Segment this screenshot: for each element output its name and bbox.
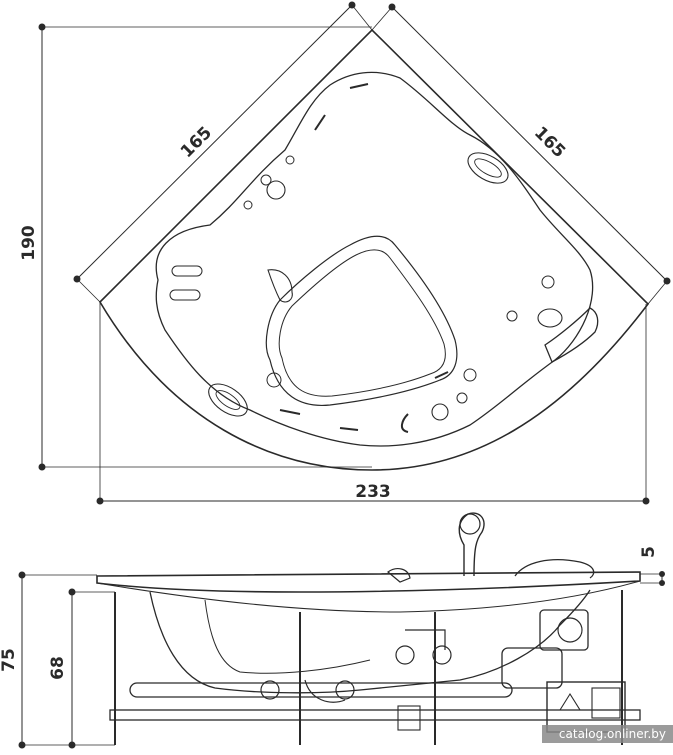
dimension-lines-top [38,1,671,505]
dim-label-frame-height: 68 [48,656,68,680]
dim-label-right-edge: 165 [530,123,569,162]
tub-inner-bowl [155,71,594,447]
jet-side-b [432,645,452,665]
jet-round-g [537,308,563,328]
jet-side-a [395,645,415,665]
headrest [544,307,599,363]
tub-rim [96,571,641,593]
faucet-head [459,513,481,535]
valve-a [260,680,280,700]
control-box-body [546,681,626,733]
faucet [458,512,485,577]
seat-panel [265,235,458,407]
seat-panel-inner [278,249,446,397]
dim-dot [663,277,671,285]
pump-housing [501,647,563,689]
watermark: catalog.onliner.by [542,725,673,743]
slot-a [314,114,326,131]
dim-dot [38,23,46,31]
drain-box [397,705,421,731]
jet-round-k [266,372,282,388]
dim-label-total-height: 75 [0,648,19,672]
dim-ext-top-apex-l [351,4,373,31]
slot-b [349,83,369,89]
armrest [267,269,293,303]
dim-dot [659,571,665,577]
dim-label-left-edge: 165 [177,123,216,162]
frame-legs [114,590,623,745]
tub-outer-outline [98,28,650,471]
dimension-lines-side [18,571,665,749]
warning-triangle [559,692,581,711]
pump-motor [539,609,589,651]
jet-round-h [431,403,449,421]
jet-panel-bottom [208,383,248,417]
rim-fitting [387,568,411,583]
jet-panel-right [467,152,509,184]
dim-dot [388,3,396,11]
jet-round-b [260,174,272,186]
dim-dot [348,1,356,9]
dim-dot [659,580,665,586]
watermark-text: catalog.onliner.by [559,727,666,741]
pump-flange [557,617,583,643]
tub-body [149,589,591,694]
jet-round-d [285,155,295,165]
dim-dot [38,463,46,471]
valve-b [335,680,355,700]
dim-label-rim: 5 [639,546,659,558]
dim-dot [18,741,26,749]
dim-dot [68,588,76,596]
drain-pipe [405,629,446,650]
slot-f [401,413,409,433]
tub-rim-edge [96,580,641,613]
base-rail [109,709,641,721]
jet-round-j [463,368,477,382]
jet-round-e [541,275,555,289]
jet-round-a [266,180,286,200]
jet-left-upper [171,265,203,277]
control-box-panel [591,687,621,719]
jet-round-i [456,392,468,404]
jet-left-lower [169,289,201,301]
pipe [129,682,513,698]
slot-e [434,371,449,379]
slot-d [339,427,359,431]
pump [501,609,589,689]
control-box [546,681,626,733]
watermark-background [542,725,673,743]
dim-label-height: 190 [19,225,39,261]
dim-dot [642,497,650,505]
dim-line-right-edge [391,6,668,282]
dim-ext-top-apex-r [371,6,393,31]
dim-dot [73,275,81,283]
tub-body-inner [204,599,371,674]
jet-panel-bottom-inner [215,390,241,410]
dim-dot [18,571,26,579]
dim-dot [96,497,104,505]
top-view: 165 165 190 233 [19,1,671,505]
dim-dot [68,741,76,749]
jet-panel-right-inner [474,158,502,178]
hose [304,679,346,703]
dim-ext-top-right [647,280,668,305]
dim-label-width: 233 [355,482,391,502]
jet-round-c [243,200,253,210]
slot-c [279,409,301,415]
headrest-side [514,559,595,579]
jet-round-f [506,310,518,322]
side-view: 75 68 5 [0,512,665,749]
dim-ext-top-left [76,278,101,303]
dim-line-left-edge [76,4,353,280]
